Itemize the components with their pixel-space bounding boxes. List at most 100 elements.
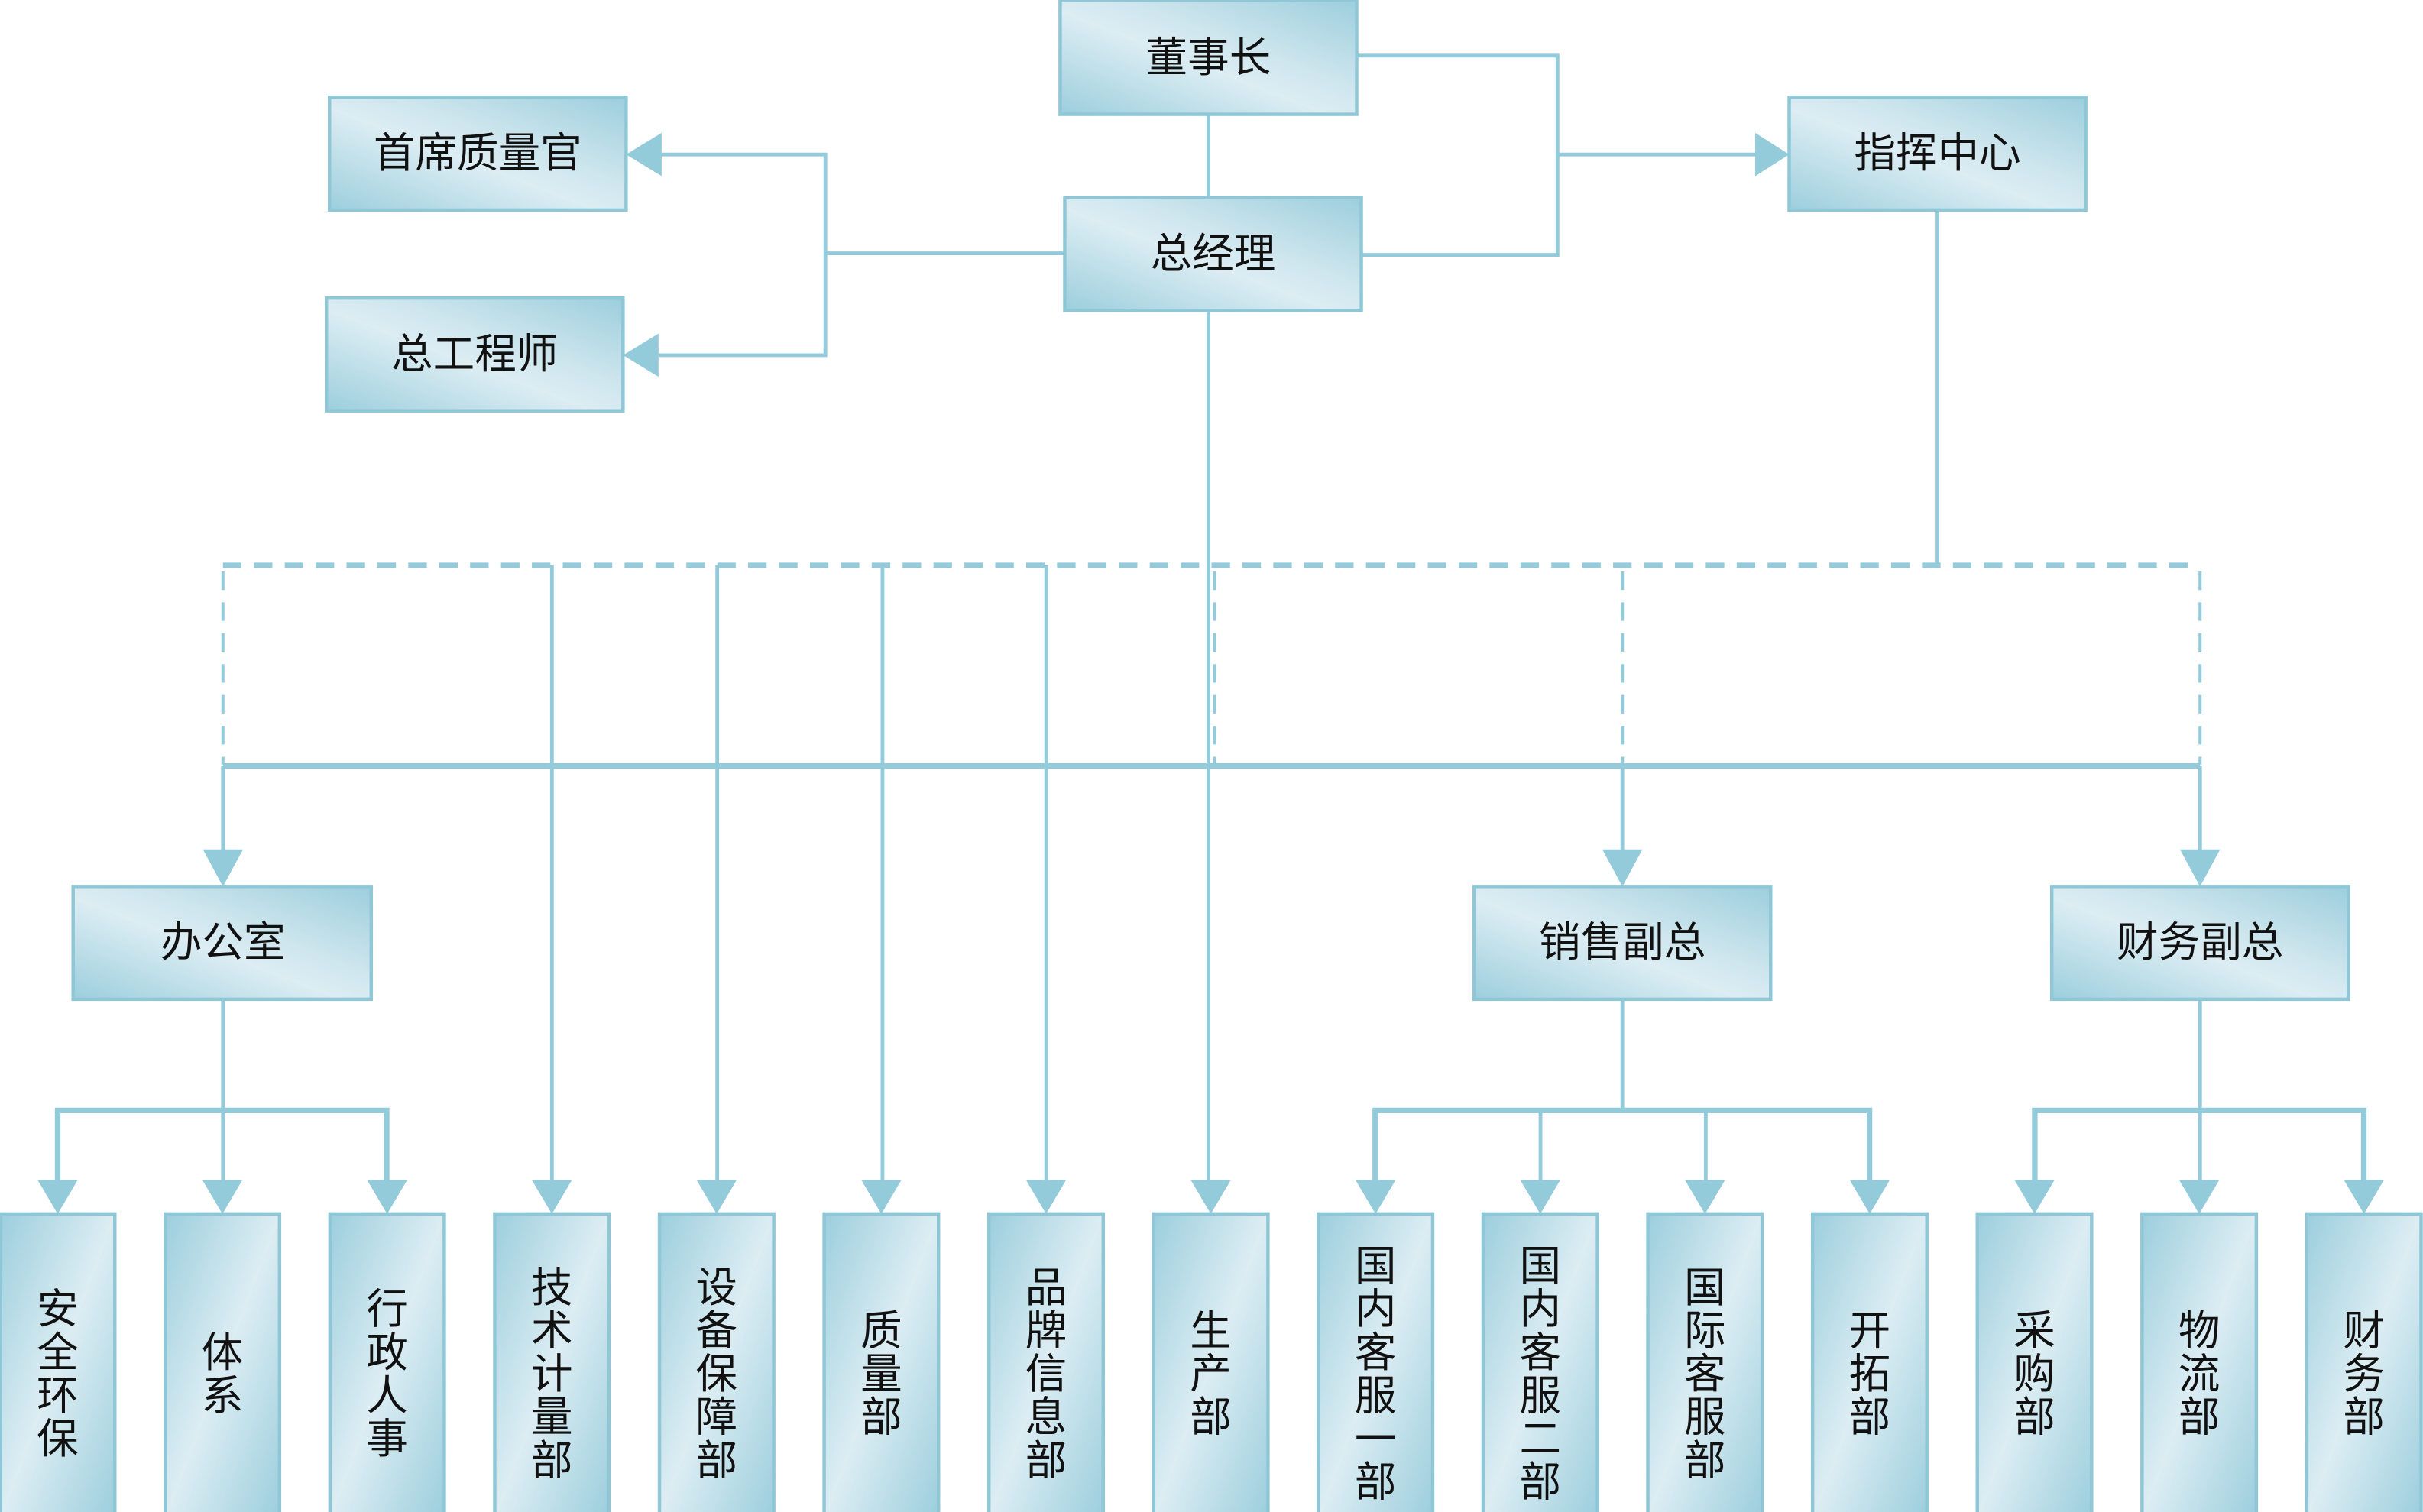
node-label: 总工程师 [391,329,558,378]
department-box [1975,1212,2094,1512]
department-node[interactable]: 物流部 [2140,1212,2259,1512]
node-label: 财务副总 [2117,918,2283,966]
department-label: 国内客服二部 [1519,1242,1561,1507]
department-box [822,1212,941,1512]
department-label: 开拓部 [1849,1306,1891,1441]
department-box [1152,1212,1270,1512]
arrow-right-icon [1755,132,1790,176]
node-box [328,96,628,212]
department-label: 品牌信息部 [1025,1263,1067,1484]
node-chairman[interactable]: 董事长 [1058,0,1359,116]
department-label: 采购部 [2013,1306,2055,1441]
department-box [1646,1212,1764,1512]
node-box [71,885,374,1002]
node-chief-engineer[interactable]: 总工程师 [324,296,625,413]
department-box [328,1212,446,1512]
department-box [2140,1212,2259,1512]
connector-to-command-center [1356,53,1560,257]
arrow-down-icon [696,1180,737,1214]
department-label: 安全环保 [37,1284,79,1463]
arrow-down-icon [1025,1180,1067,1214]
arrow-down-icon [1190,1180,1231,1214]
department-label: 国际客服部 [1684,1263,1726,1484]
department-label: 体系 [202,1328,244,1420]
department-label: 财务部 [2343,1306,2385,1441]
arrow-down-icon [1849,1180,1890,1214]
node-box [1063,196,1363,312]
arrow-down-icon [531,1180,572,1214]
department-node[interactable]: 设备保障部 [657,1212,776,1512]
arrow-down-icon [1602,849,1643,887]
node-finance-vp[interactable]: 财务副总 [2049,885,2350,1002]
node-box [324,296,625,413]
department-node[interactable]: 生产部 [1152,1212,1270,1512]
department-box [0,1212,117,1512]
department-box [657,1212,776,1512]
node-command-center[interactable]: 指挥中心 [1787,96,2088,212]
node-label: 董事长 [1146,33,1271,82]
department-label: 物流部 [2178,1306,2221,1441]
connectors-top [623,53,1940,1183]
arrow-down-icon [2014,1180,2055,1214]
arrow-left-icon [623,333,659,377]
department-box [1810,1212,1929,1512]
node-label: 办公室 [160,918,286,966]
department-label: 生产部 [1190,1306,1232,1441]
department-label: 技术计量部 [531,1263,573,1484]
node-label: 销售副总 [1539,918,1705,966]
sales-branch [1372,1107,1873,1183]
arrow-down-icon [367,1180,407,1214]
department-label: 国内客服一部 [1355,1242,1397,1507]
arrow-down-icon [202,849,244,887]
arrow-down-icon [1685,1180,1725,1214]
department-node[interactable]: 采购部 [1975,1212,2094,1512]
node-label: 指挥中心 [1854,128,2020,177]
department-label: 质量部 [860,1306,902,1441]
connector-to-staff [658,152,828,358]
node-box [1058,0,1359,116]
node-office[interactable]: 办公室 [71,885,374,1002]
department-node[interactable]: 开拓部 [1810,1212,1929,1512]
node-sales-vp[interactable]: 销售副总 [1472,885,1773,1002]
department-box [986,1212,1106,1512]
department-box [164,1212,282,1512]
department-box [2305,1212,2423,1512]
department-node[interactable]: 质量部 [822,1212,941,1512]
department-node[interactable]: 品牌信息部 [986,1212,1106,1512]
department-label: 设备保障部 [696,1263,738,1484]
department-label: 行政人事 [366,1284,408,1463]
arrow-down-icon [861,1180,902,1214]
department-node[interactable]: 技术计量部 [493,1212,611,1512]
connectors-dashed [221,562,2202,765]
arrow-down-icon [2179,849,2221,887]
node-general-manager[interactable]: 总经理 [1063,196,1363,312]
department-nodes: 安全环保 体系 行政人事 技术计量部 设备保障部 质量部 品牌信息部 生产部 国内客服一部 国内客… [0,1212,2423,1512]
department-node[interactable]: 国内客服一部 [1317,1212,1435,1512]
department-node[interactable]: 财务部 [2305,1212,2423,1512]
arrow-down-icon [2344,1180,2384,1214]
connectors-bus [202,565,2221,1183]
department-node[interactable]: 行政人事 [328,1212,446,1512]
node-box [1472,885,1773,1002]
connectors-sub [54,999,2367,1183]
department-box [493,1212,611,1512]
arrow-down-icon [2178,1180,2220,1214]
department-box [1317,1212,1435,1512]
node-label: 首席质量官 [374,128,582,177]
arrow-down-icon [37,1180,78,1214]
node-chief-quality-officer[interactable]: 首席质量官 [328,96,628,212]
department-node[interactable]: 国际客服部 [1646,1212,1764,1512]
node-box [2049,885,2350,1002]
department-node[interactable]: 国内客服二部 [1481,1212,1599,1512]
node-label: 总经理 [1151,229,1276,278]
department-node[interactable]: 安全环保 [0,1212,117,1512]
arrow-down-icon [1520,1180,1561,1214]
department-arrows [37,1180,2384,1214]
arrow-left-icon [626,132,662,176]
arrow-down-icon [202,1180,243,1214]
department-box [1481,1212,1599,1512]
node-box [1787,96,2088,212]
department-node[interactable]: 体系 [164,1212,282,1512]
arrow-down-icon [1355,1180,1396,1214]
